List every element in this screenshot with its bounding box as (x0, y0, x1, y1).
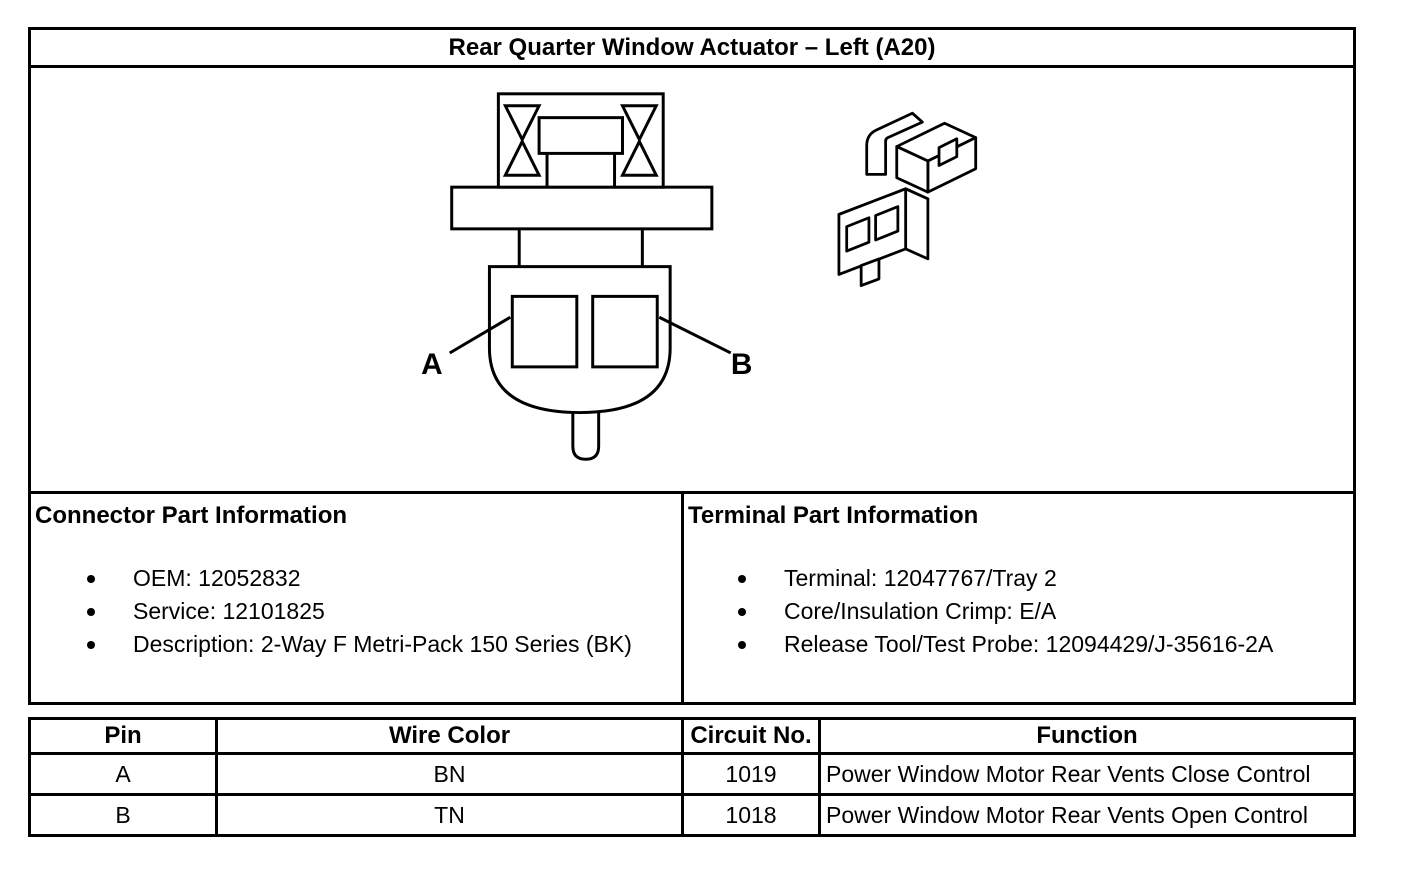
terminal-part-information: Terminal Part Information Terminal: 1204… (684, 494, 1353, 702)
pin-table: Pin Wire Color Circuit No. Function A BN… (28, 717, 1356, 837)
pin-table-header-pin: Pin (28, 717, 218, 755)
list-item: OEM: 12052832 (35, 562, 677, 595)
cell-circuit-no: 1018 (681, 793, 821, 837)
bullet-icon (87, 574, 95, 583)
bullet-icon (738, 640, 746, 649)
pin-cavity-a (510, 294, 579, 369)
diagram-pin-labels: A B (421, 348, 752, 381)
connector-part-information-list: OEM: 12052832 Service: 12101825 Descript… (35, 562, 677, 661)
list-item: Core/Insulation Crimp: E/A (688, 595, 1349, 628)
connector-iso-view (837, 111, 978, 287)
connector-spec-document: Rear Quarter Window Actuator – Left (A20… (28, 27, 1356, 705)
cell-pin: B (28, 793, 218, 837)
list-item-text: Terminal: 12047767/Tray 2 (784, 565, 1057, 591)
pin-table-header-row: Pin Wire Color Circuit No. Function (28, 717, 1356, 755)
list-item-text: OEM: 12052832 (133, 565, 301, 591)
list-item-text: Core/Insulation Crimp: E/A (784, 598, 1057, 624)
cell-function: Power Window Motor Rear Vents Open Contr… (818, 793, 1356, 837)
cell-circuit-no: 1019 (681, 752, 821, 796)
table-row: B TN 1018 Power Window Motor Rear Vents … (28, 793, 1356, 837)
connector-front-view (448, 92, 732, 461)
list-item-text: Release Tool/Test Probe: 12094429/J-3561… (784, 631, 1274, 657)
leader-line-b (658, 315, 732, 355)
list-item: Description: 2-Way F Metri-Pack 150 Seri… (35, 628, 677, 661)
cell-function: Power Window Motor Rear Vents Close Cont… (818, 752, 1356, 796)
pin-table-header-circuit-no: Circuit No. (681, 717, 821, 755)
part-information-section: Connector Part Information OEM: 12052832… (31, 494, 1353, 702)
terminal-part-information-heading: Terminal Part Information (688, 502, 979, 529)
table-row: A BN 1019 Power Window Motor Rear Vents … (28, 752, 1356, 796)
terminal-part-information-list: Terminal: 12047767/Tray 2 Core/Insulatio… (688, 562, 1349, 661)
connector-part-information: Connector Part Information OEM: 12052832… (31, 494, 684, 702)
list-item: Service: 12101825 (35, 595, 677, 628)
bullet-icon (738, 607, 746, 616)
list-item-text: Service: 12101825 (133, 598, 325, 624)
list-item: Release Tool/Test Probe: 12094429/J-3561… (688, 628, 1349, 661)
connector-diagram-svg: A B (421, 92, 978, 461)
connector-part-information-heading: Connector Part Information (35, 502, 348, 529)
leader-line-a (448, 315, 512, 355)
bullet-icon (87, 607, 95, 616)
connector-diagram: A B (31, 68, 1353, 494)
pin-table-header-wire-color: Wire Color (215, 717, 684, 755)
diagram-pin-b-label: B (731, 348, 753, 381)
pin-cavity-b (591, 294, 659, 369)
diagram-pin-a-label: A (421, 348, 443, 381)
cell-wire-color: BN (215, 752, 684, 796)
list-item: Terminal: 12047767/Tray 2 (688, 562, 1349, 595)
page-title: Rear Quarter Window Actuator – Left (A20… (31, 30, 1353, 68)
cell-pin: A (28, 752, 218, 796)
list-item-text: Description: 2-Way F Metri-Pack 150 Seri… (133, 631, 632, 657)
bullet-icon (87, 640, 95, 649)
cell-wire-color: TN (215, 793, 684, 837)
pin-table-header-function: Function (818, 717, 1356, 755)
bullet-icon (738, 574, 746, 583)
